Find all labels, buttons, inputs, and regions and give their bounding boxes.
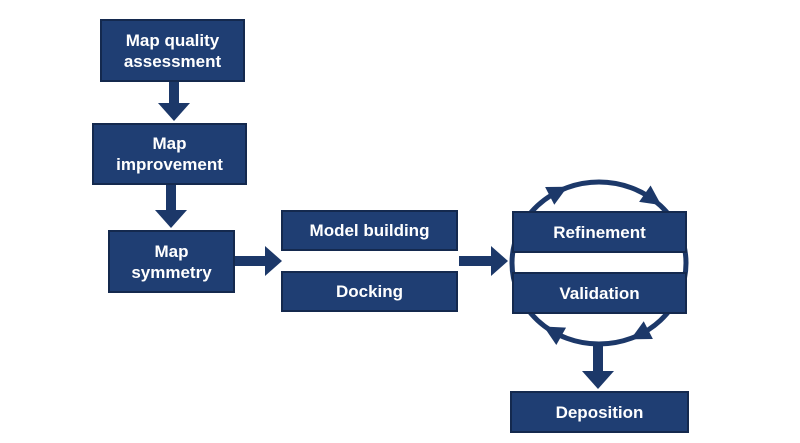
- box-label-line: improvement: [116, 155, 223, 174]
- box-map-symmetry: Map symmetry: [108, 230, 235, 293]
- box-label-line: symmetry: [131, 262, 212, 282]
- box-docking: Docking: [281, 271, 458, 312]
- arrow-symmetry-to-modeling: [235, 246, 282, 276]
- box-label-line: Deposition: [555, 402, 644, 422]
- box-label-line: Model building: [309, 221, 430, 240]
- box-map-improvement: Map improvement: [92, 123, 247, 185]
- refinement-validation-cycle-arrow: [509, 179, 689, 347]
- box-label-line: assessment: [123, 51, 222, 71]
- box-label-line: Map: [154, 241, 189, 261]
- box-label-line: Validation: [559, 283, 640, 303]
- arrow-cycle-to-deposition: [582, 344, 614, 389]
- box-deposition: Deposition: [510, 391, 689, 433]
- box-model-building: Model building: [281, 210, 458, 251]
- box-map-quality-assessment: Map quality assessment: [100, 19, 245, 82]
- box-label-line: Map: [152, 134, 187, 153]
- arrow-improvement-to-symmetry: [155, 185, 187, 228]
- box-validation: Validation: [512, 272, 687, 314]
- box-label-line: Docking: [335, 282, 404, 301]
- box-refinement: Refinement: [512, 211, 687, 253]
- arrow-quality-to-improvement: [158, 82, 190, 121]
- box-label-line: Map quality: [125, 30, 220, 50]
- arrow-modeling-to-refinement: [459, 246, 508, 276]
- box-label-line: Refinement: [553, 222, 646, 242]
